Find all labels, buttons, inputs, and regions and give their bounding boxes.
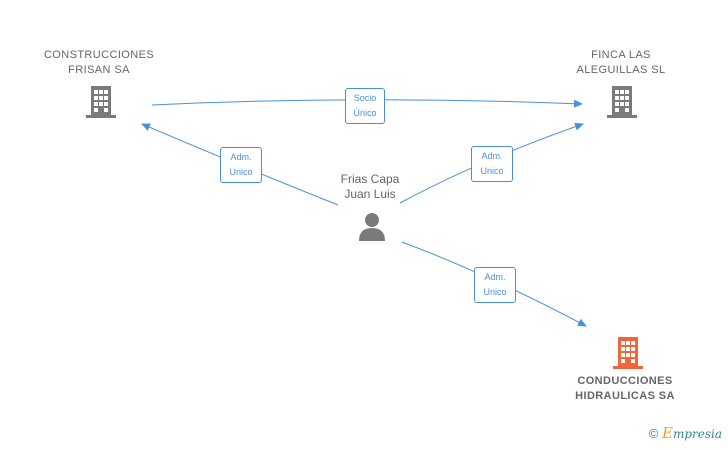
edge-label-line1: Adm. bbox=[230, 152, 252, 162]
edge-label-line1: Adm. bbox=[481, 151, 503, 161]
node-label-line2: FRISAN SA bbox=[68, 64, 130, 76]
person-label[interactable]: Frias Capa Juan Luis bbox=[322, 172, 418, 202]
node-label-line1: CONDUCCIONES bbox=[577, 375, 673, 387]
empresia-brand[interactable]: © Empresia bbox=[649, 424, 722, 442]
edge-label-adm-conducciones[interactable]: Adm. Unico bbox=[474, 267, 516, 303]
node-label-line1: FINCA LAS bbox=[591, 49, 651, 61]
node-finca-label[interactable]: FINCA LAS ALEGUILLAS SL bbox=[566, 48, 676, 78]
node-construcciones-label[interactable]: CONSTRUCCIONES FRISAN SA bbox=[38, 48, 160, 78]
building-icon[interactable] bbox=[607, 86, 637, 118]
node-label-line2: ALEGUILLAS SL bbox=[576, 64, 666, 76]
edge-label-line2: Único bbox=[353, 108, 377, 118]
node-label-line2: HIDRAULICAS SA bbox=[575, 390, 675, 402]
person-icon[interactable] bbox=[359, 213, 385, 241]
brand-logo-text: mpresia bbox=[672, 427, 722, 441]
person-label-line1: Frias Capa bbox=[340, 172, 400, 186]
edge-label-line1: Adm. bbox=[484, 272, 506, 282]
edge-label-line2: Unico bbox=[483, 287, 507, 297]
edge-label-line2: Unico bbox=[480, 166, 504, 176]
edge-label-adm-construcciones[interactable]: Adm. Unico bbox=[220, 147, 262, 183]
copyright-symbol: © bbox=[648, 426, 659, 441]
person-label-line2: Juan Luis bbox=[344, 187, 396, 201]
node-label-line1: CONSTRUCCIONES bbox=[43, 49, 155, 61]
edge-label-socio-unico[interactable]: Socio Único bbox=[345, 88, 385, 124]
edge-label-line1: Socio bbox=[353, 93, 377, 103]
edge-label-adm-finca[interactable]: Adm. Unico bbox=[471, 146, 513, 182]
node-conducciones-label[interactable]: CONDUCCIONES HIDRAULICAS SA bbox=[560, 374, 690, 404]
building-icon-highlight[interactable] bbox=[613, 337, 643, 369]
brand-logo-e: E bbox=[661, 424, 673, 442]
edge-label-line2: Unico bbox=[229, 167, 253, 177]
building-icon[interactable] bbox=[86, 86, 116, 118]
